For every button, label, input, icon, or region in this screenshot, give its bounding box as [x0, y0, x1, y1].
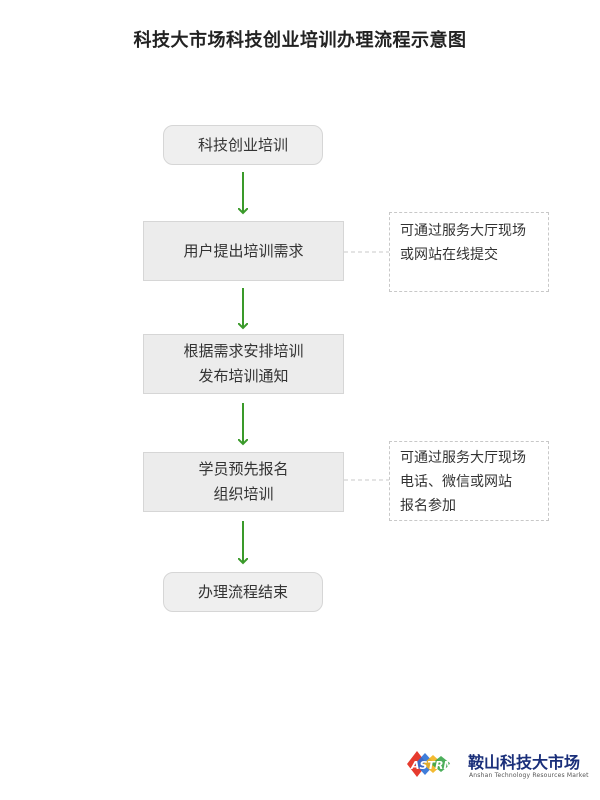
step-arrange-training: 根据需求安排培训 发布培训通知 [143, 334, 344, 394]
step-user-request-label: 用户提出培训需求 [183, 241, 304, 260]
step-enroll-line1: 学员预先报名 [198, 460, 289, 478]
step-start: 科技创业培训 [163, 125, 323, 165]
step-arrange-training-line2: 发布培训通知 [198, 367, 289, 385]
step-start-label: 科技创业培训 [197, 135, 288, 154]
step-user-request: 用户提出培训需求 [143, 221, 344, 281]
step-arrange-training-line1: 根据需求安排培训 [183, 342, 304, 360]
note-enroll-line1: 可通过服务大厅现场 [400, 450, 526, 466]
page-title: 科技大市场科技创业培训办理流程示意图 [133, 30, 467, 51]
step-enroll: 学员预先报名 组织培训 [143, 452, 344, 512]
note-submit-line2: 或网站在线提交 [400, 247, 498, 263]
logo-subtitle: Anshan Technology Resources Market [469, 772, 589, 779]
step-end: 办理流程结束 [163, 572, 323, 612]
step-enroll-line2: 组织培训 [213, 485, 274, 503]
note-enroll-line2: 电话、微信或网站 [400, 474, 512, 490]
note-enroll-methods: 可通过服务大厅现场 电话、微信或网站 报名参加 [389, 441, 549, 521]
logo-name: 鞍山科技大市场 [468, 753, 581, 772]
step-end-label: 办理流程结束 [197, 582, 288, 601]
note-submit-methods: 可通过服务大厅现场 或网站在线提交 [389, 212, 549, 292]
astrm-logo-icon: ASTRM [407, 751, 454, 777]
note-submit-line1: 可通过服务大厅现场 [400, 223, 526, 239]
note-enroll-line3: 报名参加 [400, 498, 456, 514]
svg-text:ASTRM: ASTRM [410, 759, 454, 772]
